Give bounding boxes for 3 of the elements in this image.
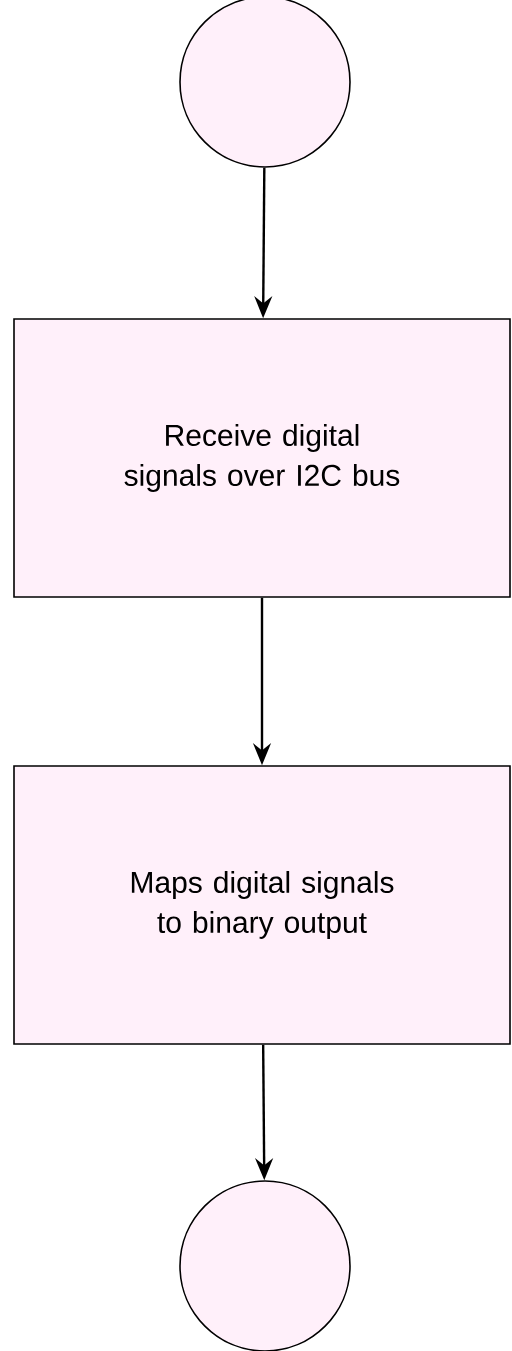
terminal-circle — [179, 1180, 351, 1351]
process-box: Maps digital signals to binary output — [13, 765, 511, 1045]
process-box: Receive digital signals over I2C bus — [13, 318, 511, 598]
